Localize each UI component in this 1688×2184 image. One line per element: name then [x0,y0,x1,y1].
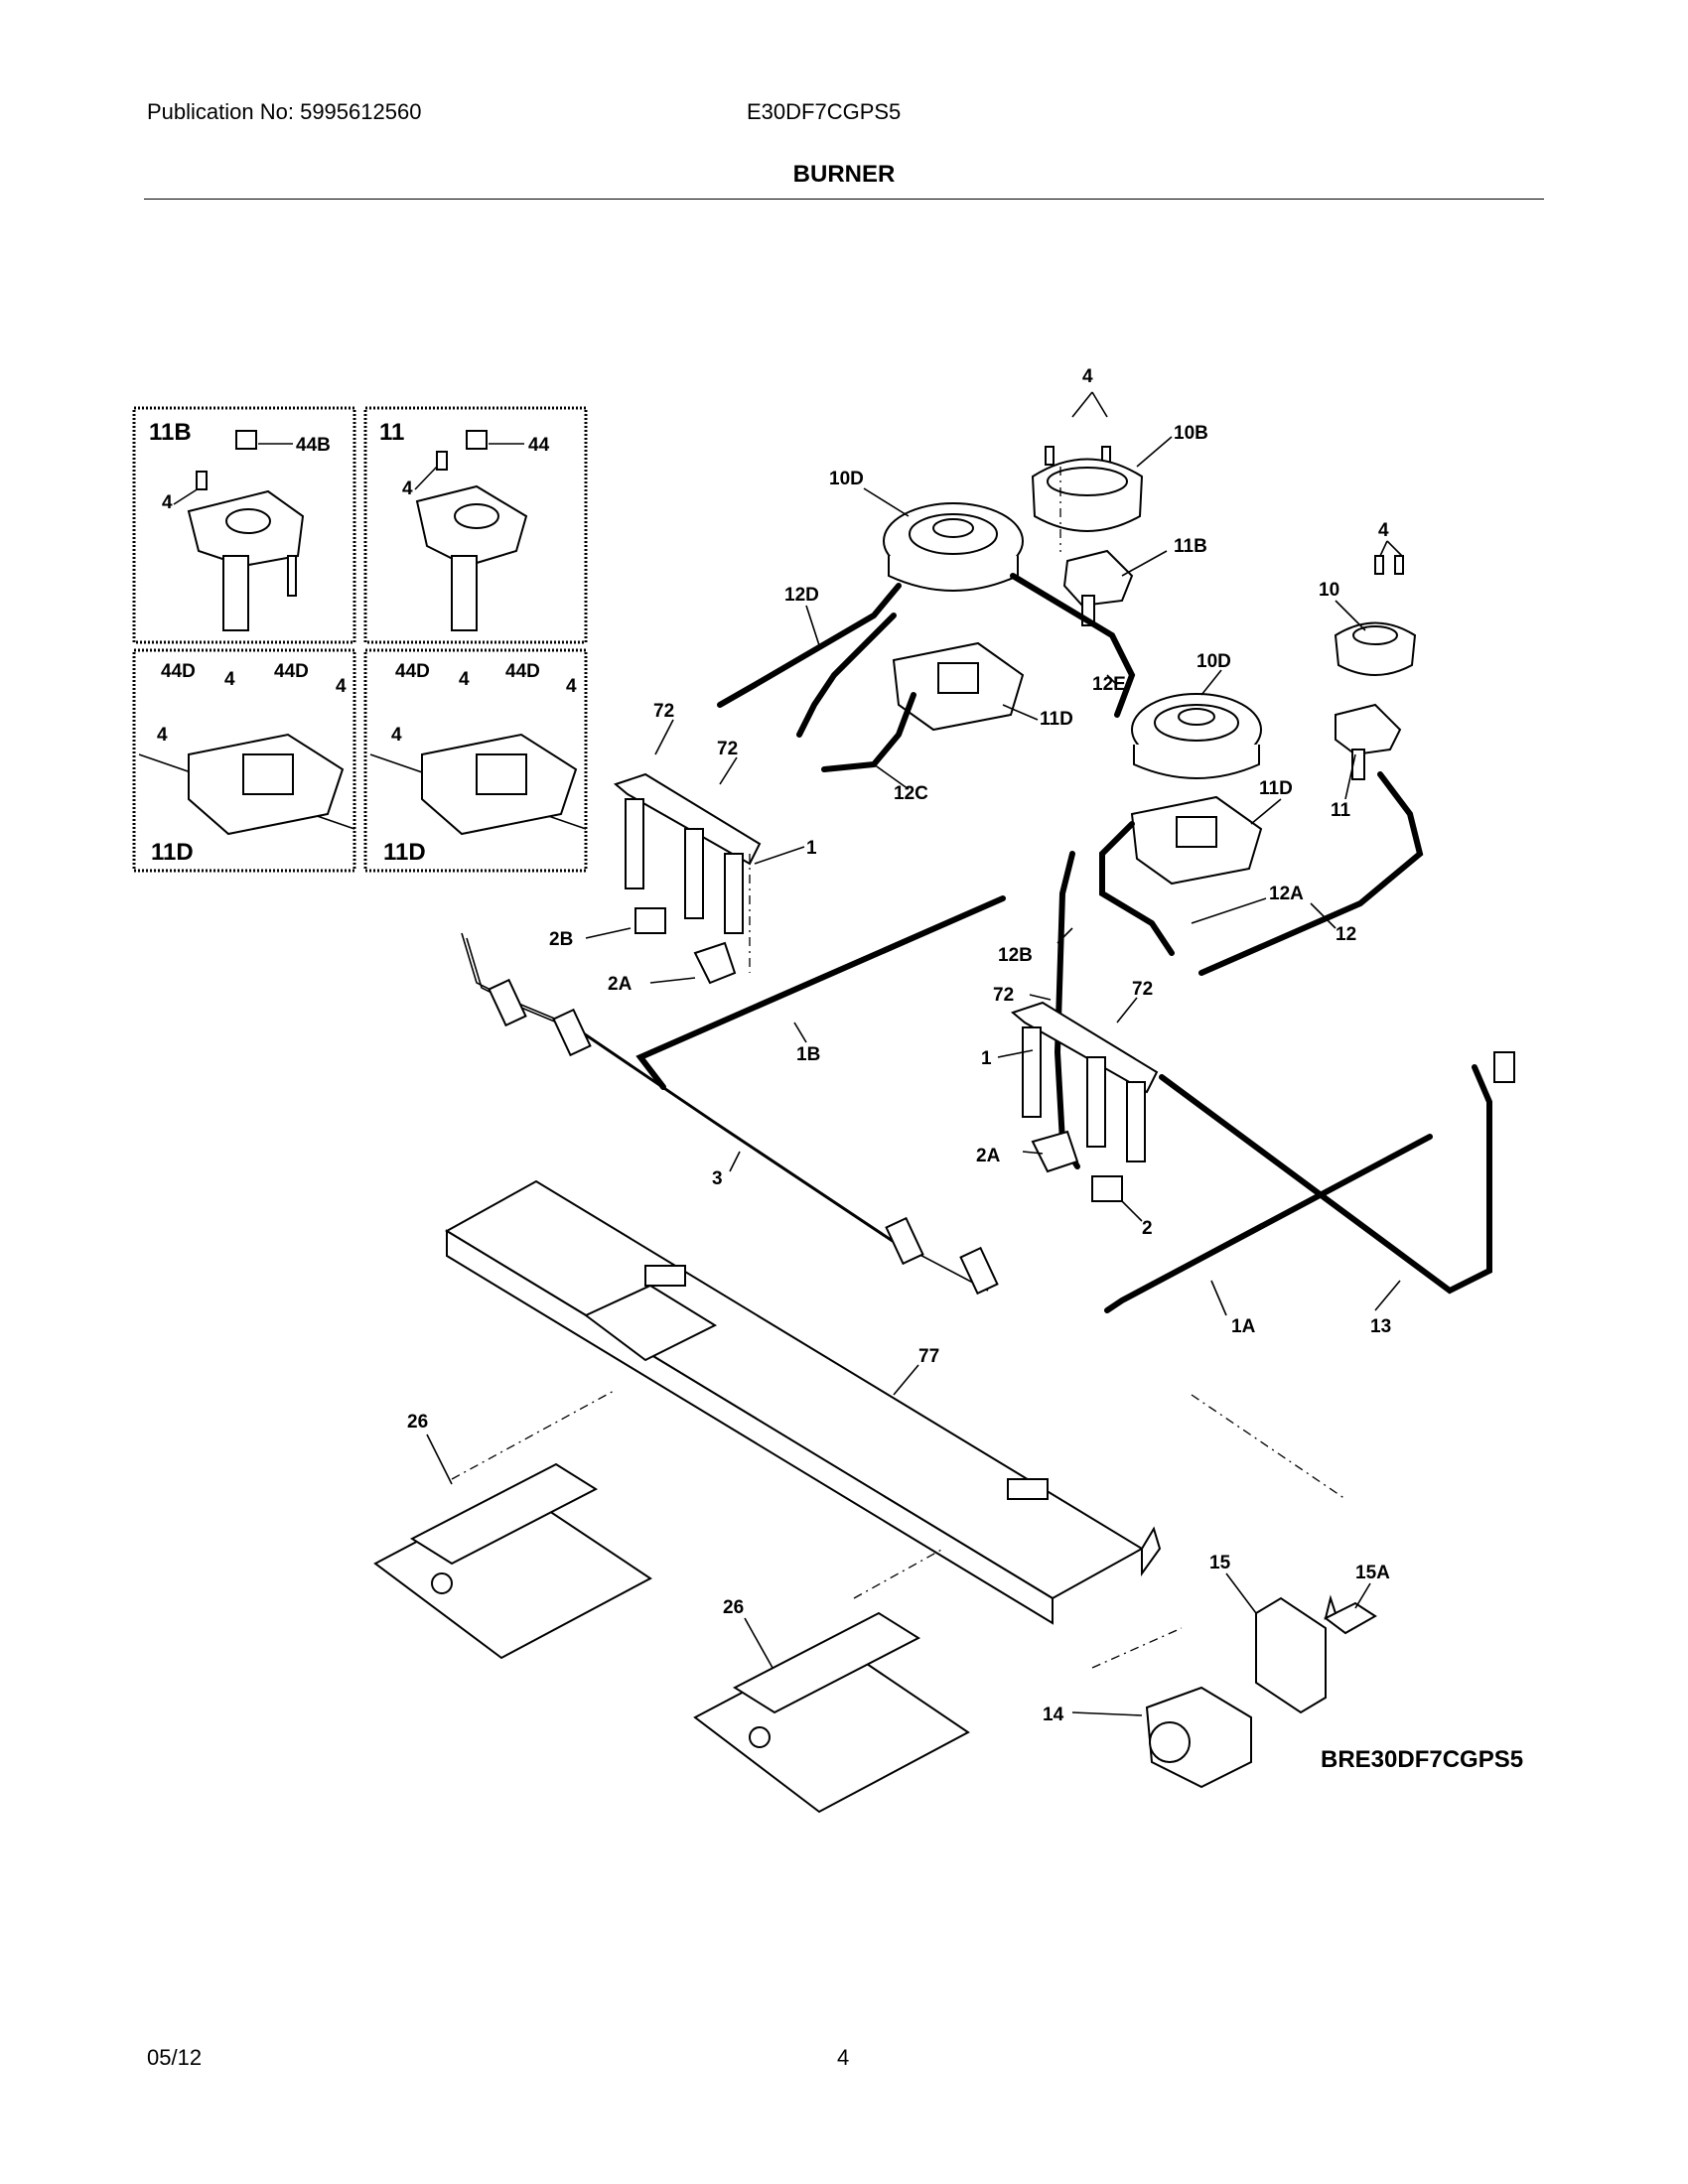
callout: 4 [402,478,413,499]
callout: 2 [1142,1218,1153,1239]
manifold-1-top [613,772,762,985]
footer-date: 05/12 [147,2045,203,2070]
callout: 12B [998,945,1033,966]
callout: 72 [717,739,738,759]
callout: 1 [806,838,817,859]
callout: 72 [993,985,1014,1006]
leader-lines [426,391,1403,1716]
callout: 77 [918,1346,939,1367]
callout: 1 [981,1048,992,1069]
callout: 4 [459,669,470,690]
callout: 12C [894,783,928,804]
callout: 4 [162,492,173,513]
callout: 26 [407,1412,428,1433]
inset-label: 11D [383,839,426,866]
diagram-code: BRE30DF7CGPS5 [1321,1746,1523,1773]
callout: 72 [653,701,674,722]
inset-label: 11 [379,419,404,446]
callout: 15 [1209,1553,1231,1573]
callout: 12D [784,585,819,606]
burner-base-11B [1062,549,1134,626]
inset-label: 11B [149,419,192,446]
callout: 10D [1196,651,1231,672]
callout: 1A [1231,1316,1256,1337]
footer-page-number: 4 [837,2045,850,2070]
section-title: BURNER [792,161,896,188]
callout: 44D [274,661,309,682]
bracket-15 [1255,1596,1327,1714]
callout: 4 [336,676,347,697]
callout: 26 [723,1597,744,1618]
manifold-1-mid [1010,1001,1159,1202]
bracket-26-mid [693,1548,970,1814]
callout: 44D [395,661,430,682]
callout: 12A [1269,884,1304,904]
callout: 4 [1378,520,1389,541]
callout: 15A [1355,1563,1390,1583]
callout: 12 [1336,924,1356,945]
gas-tubes [635,573,1492,1500]
callout: 44D [505,661,540,682]
callout: 14 [1043,1705,1064,1725]
callout: 44 [528,435,550,456]
callout: 11B [1174,536,1207,557]
inset-11B: 11B 44B 4 [132,406,356,644]
pressure-regulator-14 [1091,1627,1252,1789]
burner-box-77 [445,1179,1162,1625]
clip-15A [1324,1594,1377,1635]
callout: 2A [976,1146,1001,1166]
ignition-harness-3 [461,932,1515,1296]
callout: 1B [796,1044,820,1065]
callout: 4 [1082,366,1093,387]
inset-label: 11D [151,839,194,866]
callout: 44D [161,661,196,682]
callout: 10B [1174,423,1208,444]
inset-11D-left: 44D 4 44D 4 4 11D [132,648,356,873]
callout: 11D [1040,709,1073,730]
callout: 12E [1092,674,1126,695]
callout: 10D [829,469,864,489]
callout: 2B [549,929,573,950]
burner-10D-top [883,502,1024,592]
callout: 4 [157,725,168,746]
callout: 4 [566,676,577,697]
callout: 11D [1259,778,1293,799]
callout: 3 [712,1168,723,1189]
burner-base-11D-top [892,641,1025,732]
header-rule [144,199,1544,200]
callout: 13 [1370,1316,1391,1337]
callout-labels: 4 10B 10D 11B 4 10 12D 12E 10D 11D 72 72… [407,366,1523,1773]
burner-10D-mid [1131,693,1262,779]
burner-10B [1031,446,1144,552]
bracket-26-left [373,1389,652,1660]
callout: 44B [296,435,331,456]
burner-base-11D-mid [1130,795,1263,886]
callout: 4 [391,725,402,746]
burner-base-11 [1335,703,1402,780]
inset-11: 11 44 4 [363,406,588,644]
publication-number: Publication No: 5995612560 [147,99,422,124]
inset-11D-right: 44D 4 44D 4 4 11D [363,648,588,873]
callout: 2A [608,974,633,995]
burner-10 [1334,555,1417,676]
callout: 72 [1132,979,1153,1000]
model-number: E30DF7CGPS5 [747,99,902,124]
callout: 4 [224,669,235,690]
callout: 11 [1331,800,1351,821]
callout: 10 [1319,580,1339,601]
